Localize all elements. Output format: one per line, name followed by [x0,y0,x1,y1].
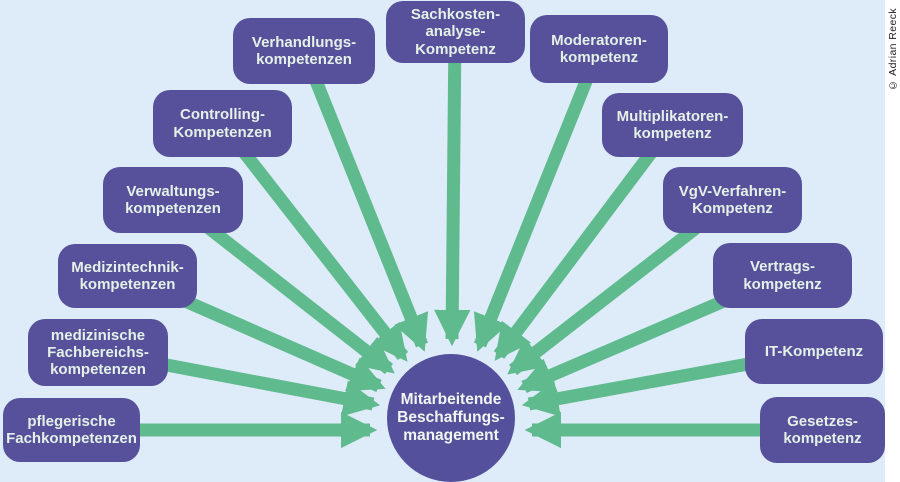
center-label-line: management [403,427,499,445]
node-vertragskompetenz: Vertrags- kompetenz [713,243,852,308]
node-medizintechnik-kompetenzen: Medizintechnik- kompetenzen [58,244,197,308]
arrow-sachkostenanalyse-kompetenz [434,31,471,347]
node-label-line: VgV-Verfahren- [678,182,787,200]
arrow-controlling-kompetenzen [216,120,409,362]
node-label-line: analyse- [425,23,486,41]
node-label-line: Verwaltungs- [126,182,220,200]
node-label-line: Kompetenz [692,200,773,217]
arrow-moderatorenkompetenz [473,46,606,352]
center-label-line: Mitarbeitende [400,390,502,408]
node-label-line: Verhandlungs- [251,33,357,51]
node-verwaltungskompetenzen: Verwaltungs- kompetenzen [103,167,243,233]
node-label-line: Medizintechnik- [71,258,184,276]
node-label-line: Fachkompetenzen [6,430,137,447]
node-label-line: kompetenz [783,430,862,447]
node-controlling-kompetenzen: Controlling- Kompetenzen [153,90,292,157]
node-label-line: kompetenzen [125,200,221,217]
node-label-line: kompetenzen [50,361,146,379]
node-label-line: kompetenzen [256,51,352,68]
node-sachkostenanalyse-kompetenz: Sachkosten- analyse- Kompetenz [386,1,525,63]
node-it-kompetenz: IT-Kompetenz [745,319,883,384]
node-label-line: Fachbereichs- [47,343,149,361]
node-label-line: kompetenz [633,125,712,142]
arrow-verhandlungskompetenzen [297,48,429,352]
node-moderatorenkompetenz: Moderatoren- kompetenz [530,15,668,83]
node-label-line: Kompetenz [415,40,496,58]
node-label-line: Sachkosten- [410,6,501,24]
node-verhandlungskompetenzen: Verhandlungs- kompetenzen [233,18,375,84]
node-label-line: Vertrags- [749,258,816,276]
node-vgv-verfahren-kompetenz: VgV-Verfahren- Kompetenz [663,167,802,233]
node-label-line: IT-Kompetenz [764,342,864,360]
node-label-line: Moderatoren- [551,31,647,49]
center-node-mitarbeitende-beschaffungsmanagement: Mitarbeitende Beschaffungs- management [387,354,515,482]
node-label-line: Gesetzes- [787,412,858,430]
node-label-line: kompetenz [743,275,822,293]
credit-text: © Adrian Reeck [887,8,899,91]
node-label-line: pflegerische [27,412,116,430]
node-label-line: kompetenzen [79,276,176,293]
node-multiplikatorenkompetenz: Multiplikatoren- kompetenz [602,93,743,157]
node-label-line: medizinische [50,326,146,344]
credit-strip: © Adrian Reeck [885,0,900,482]
node-gesetzeskompetenz: Gesetzes- kompetenz [760,397,885,463]
node-pflegerische-fachkompetenzen: pflegerische Fachkompetenzen [3,398,140,462]
node-label-line: kompetenz [559,49,639,66]
node-medizinische-fachbereichskompetenzen: medizinische Fachbereichs- kompetenzen [28,319,168,386]
node-label-line: Controlling- [180,106,265,124]
node-label-line: Kompetenzen [173,123,272,141]
center-label-line: Beschaffungs- [397,408,505,426]
node-label-line: Multiplikatoren- [616,107,729,125]
arrow-multiplikatorenkompetenz [493,121,678,361]
